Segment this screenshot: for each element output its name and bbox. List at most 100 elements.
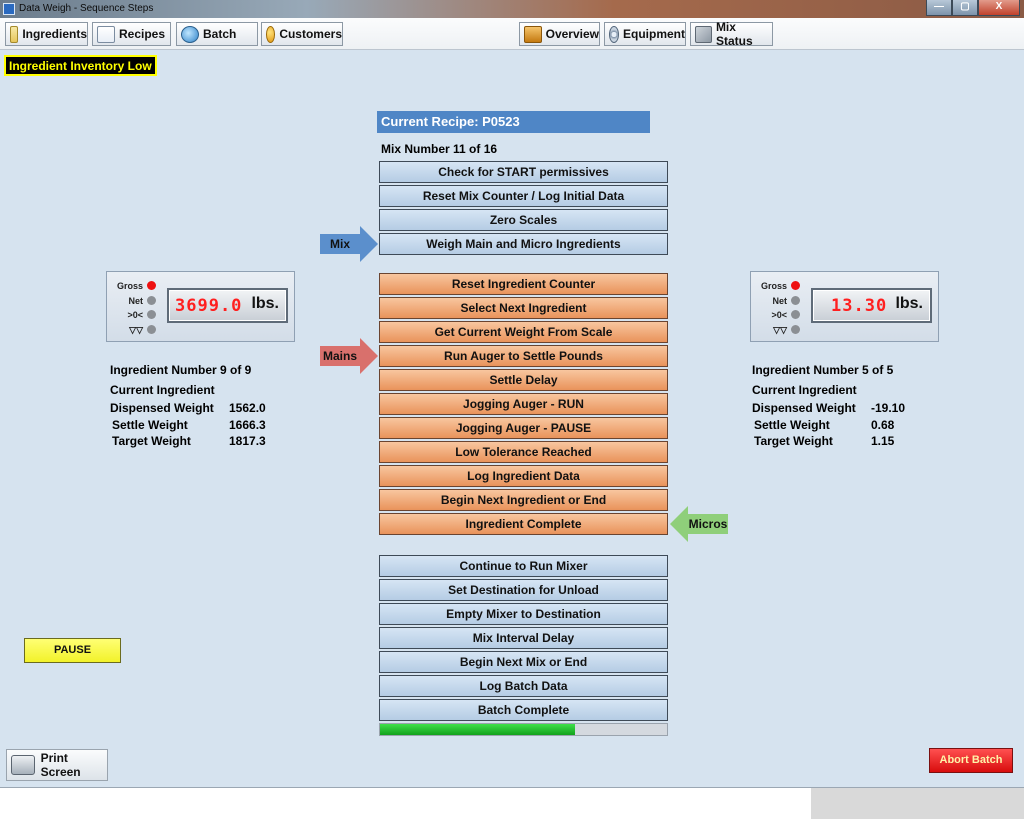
step-run-auger-settle[interactable]: Run Auger to Settle Pounds	[379, 345, 668, 367]
micros-target-value: 1.15	[871, 434, 895, 448]
center-zero-label: >0<	[771, 310, 787, 320]
batch-label: Batch	[203, 27, 237, 41]
mains-current-ingredient: Current Ingredient	[110, 383, 215, 397]
micros-weight-readout: 13.30 lbs.	[811, 288, 932, 323]
mix-arrow-head	[360, 226, 378, 262]
step-jogging-auger-pause[interactable]: Jogging Auger - PAUSE	[379, 417, 668, 439]
micros-dispensed-value: -19.10	[871, 401, 906, 415]
step-empty-mixer[interactable]: Empty Mixer to Destination	[379, 603, 668, 625]
window-controls: — ▢ X	[926, 0, 1020, 16]
step-set-destination[interactable]: Set Destination for Unload	[379, 579, 668, 601]
center-zero-indicator-light	[791, 310, 800, 319]
maximize-button[interactable]: ▢	[952, 0, 978, 16]
mix-status-button[interactable]: Mix Status	[690, 20, 773, 48]
net-indicator-light	[147, 295, 156, 305]
step-get-current-weight[interactable]: Get Current Weight From Scale	[379, 321, 668, 343]
mains-ingredient-number: Ingredient Number 9 of 9	[110, 363, 252, 377]
micros-ingredient-number: Ingredient Number 5 of 5	[752, 363, 894, 377]
net-label: Net	[128, 295, 143, 306]
gross-indicator-light	[147, 281, 156, 290]
mix-status-label: Mix Status	[715, 20, 753, 48]
motion-label: ▽▽	[129, 324, 143, 335]
net-label: Net	[772, 295, 787, 306]
status-bar	[0, 787, 1024, 819]
pause-button[interactable]: PAUSE	[24, 638, 121, 663]
step-settle-delay[interactable]: Settle Delay	[379, 369, 668, 391]
equipment-label: Equipment	[623, 27, 685, 41]
mains-target-value: 1817.3	[229, 434, 266, 448]
step-select-next-ingredient[interactable]: Select Next Ingredient	[379, 297, 668, 319]
step-zero-scales[interactable]: Zero Scales	[379, 209, 668, 231]
recipes-icon	[97, 25, 115, 43]
mains-settle-label: Settle Weight	[112, 418, 188, 432]
step-mix-interval-delay[interactable]: Mix Interval Delay	[379, 627, 668, 649]
micros-scale-display: Gross Net >0< ▽▽ 13.30 lbs.	[750, 271, 939, 342]
micros-dispensed-label: Dispensed Weight	[752, 401, 856, 415]
customers-label: Customers	[279, 27, 342, 41]
step-jogging-auger-run[interactable]: Jogging Auger - RUN	[379, 393, 668, 415]
batch-icon	[181, 25, 199, 43]
step-begin-next-ingredient[interactable]: Begin Next Ingredient or End	[379, 489, 668, 511]
app-icon	[3, 3, 15, 15]
motion-indicator-light	[147, 324, 156, 334]
mains-scale-indicator-labels: Gross Net >0< ▽▽	[113, 279, 143, 337]
batch-progress-fill	[380, 724, 576, 735]
mains-settle-value: 1666.3	[229, 418, 266, 432]
mix-arrow: Mix	[320, 226, 378, 262]
mains-scale-display: Gross Net >0< ▽▽ 3699.0 lbs.	[106, 271, 295, 342]
step-ingredient-complete[interactable]: Ingredient Complete	[379, 513, 668, 535]
micros-settle-value: 0.68	[871, 418, 895, 432]
mains-weight-readout: 3699.0 lbs.	[167, 288, 288, 323]
mains-target-label: Target Weight	[112, 434, 191, 448]
gross-label: Gross	[116, 281, 143, 291]
step-log-batch-data[interactable]: Log Batch Data	[379, 675, 668, 697]
micros-scale-indicator-lights	[791, 281, 800, 339]
customers-icon	[266, 25, 276, 43]
equipment-button[interactable]: Equipment	[604, 22, 686, 46]
mains-weight-value: 3699.0	[175, 296, 243, 316]
micros-scale-indicator-labels: Gross Net >0< ▽▽	[757, 279, 787, 337]
mix-arrow-label: Mix	[320, 234, 360, 254]
overview-button[interactable]: Overview	[519, 22, 600, 46]
close-button[interactable]: X	[978, 0, 1020, 16]
batch-progress-bar	[379, 723, 668, 736]
print-screen-button[interactable]: Print Screen	[6, 749, 108, 781]
micros-arrow-label: Micros	[688, 514, 728, 534]
step-reset-mix-counter[interactable]: Reset Mix Counter / Log Initial Data	[379, 185, 668, 207]
ingredients-button[interactable]: Ingredients	[5, 22, 88, 46]
ingredients-label: Ingredients	[22, 27, 87, 41]
current-recipe-label: Current Recipe: P0523	[377, 111, 650, 133]
minimize-button[interactable]: —	[926, 0, 952, 16]
abort-batch-button[interactable]: Abort Batch	[929, 748, 1013, 773]
motion-indicator-light	[791, 324, 800, 334]
mains-ingredient-info: Ingredient Number 9 of 9 Current Ingredi…	[110, 363, 310, 453]
toolbar: Ingredients Recipes Batch Customers Over…	[0, 18, 1024, 50]
step-log-ingredient-data[interactable]: Log Ingredient Data	[379, 465, 668, 487]
mains-dispensed-label: Dispensed Weight	[110, 401, 214, 415]
mains-arrow-label: Mains	[320, 346, 360, 366]
step-low-tolerance-reached[interactable]: Low Tolerance Reached	[379, 441, 668, 463]
ingredients-icon	[10, 25, 19, 43]
mains-arrow: Mains	[320, 338, 378, 374]
step-batch-complete[interactable]: Batch Complete	[379, 699, 668, 721]
customers-button[interactable]: Customers	[261, 22, 343, 46]
mix-status-icon	[695, 25, 712, 43]
step-begin-next-mix[interactable]: Begin Next Mix or End	[379, 651, 668, 673]
micros-arrow: Micros	[670, 506, 728, 542]
gross-label: Gross	[760, 281, 787, 291]
micros-weight-unit: lbs.	[895, 295, 923, 312]
step-weigh-main-micro[interactable]: Weigh Main and Micro Ingredients	[379, 233, 668, 255]
recipes-button[interactable]: Recipes	[92, 22, 171, 46]
inventory-low-alert: Ingredient Inventory Low	[4, 55, 157, 76]
equipment-icon	[609, 25, 619, 43]
micros-ingredient-info: Ingredient Number 5 of 5 Current Ingredi…	[752, 363, 952, 453]
step-continue-run-mixer[interactable]: Continue to Run Mixer	[379, 555, 668, 577]
title-bar: Data Weigh - Sequence Steps — ▢ X	[0, 0, 1024, 18]
status-bar-panel	[811, 788, 1024, 819]
micros-weight-value: 13.30	[831, 296, 888, 316]
batch-button[interactable]: Batch	[176, 22, 258, 46]
recipes-label: Recipes	[119, 27, 166, 41]
printer-icon	[11, 755, 35, 775]
step-reset-ingredient-counter[interactable]: Reset Ingredient Counter	[379, 273, 668, 295]
step-check-start-permissives[interactable]: Check for START permissives	[379, 161, 668, 183]
